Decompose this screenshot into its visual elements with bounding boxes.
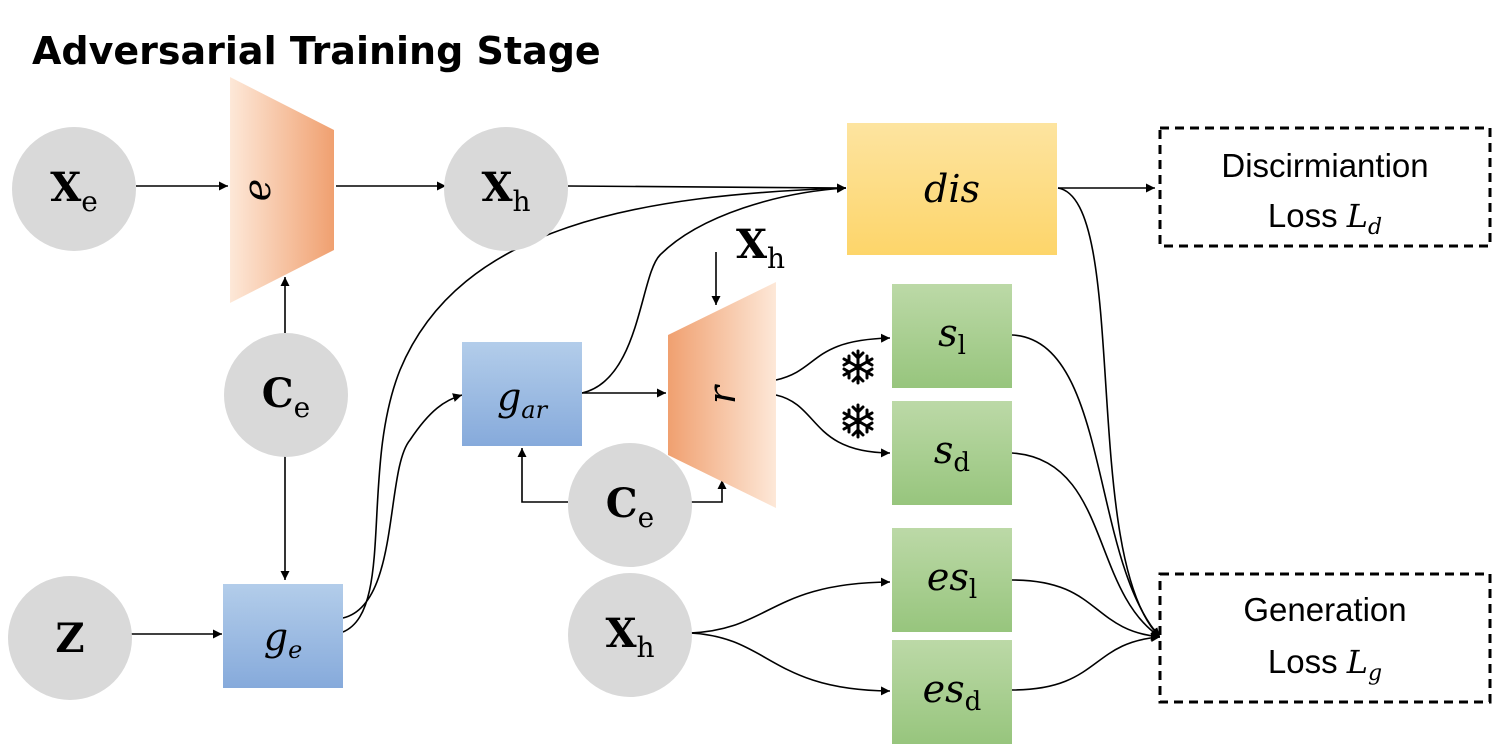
edge-esl-to-lg	[1011, 579, 1161, 641]
edge-gar-to-dis	[581, 184, 847, 394]
svg-text:esd: esd	[923, 667, 982, 717]
edge-sd-to-lg	[1011, 452, 1161, 638]
svg-text:dis: dis	[924, 167, 980, 211]
module-sl: sl	[892, 284, 1012, 388]
svg-text:Xe: Xe	[50, 164, 98, 218]
svg-text:sl: sl	[938, 311, 966, 361]
edge-ce-to-r	[690, 480, 727, 503]
edge-r-to-sd	[775, 394, 891, 458]
edge-xh-to-esd	[689, 632, 891, 696]
svg-text:Loss Ld: Loss Ld	[1268, 197, 1382, 240]
module-sd: sd	[892, 401, 1012, 505]
discriminator-dis: dis	[847, 123, 1057, 255]
encoder-e: e	[230, 77, 334, 303]
edges	[130, 181, 1161, 696]
edge-ge-to-gar	[342, 393, 463, 619]
svg-text:sd: sd	[934, 428, 970, 478]
discrimination-loss-title: Discirmiantion	[1221, 147, 1428, 184]
svg-text:gar: gar	[497, 375, 549, 424]
edge-r-to-sl	[775, 333, 891, 381]
node-ce-left: Ce	[224, 333, 348, 457]
edge-dis-to-lg	[1057, 187, 1161, 638]
node-xe: Xe	[12, 127, 136, 251]
svg-text:Ce: Ce	[606, 480, 654, 534]
edge-xh-to-dis	[567, 183, 847, 193]
generator-ge: ge	[223, 584, 343, 688]
snowflake-icon	[842, 403, 874, 439]
node-z: Z	[8, 576, 132, 700]
node-xh-top: Xh	[444, 127, 568, 251]
svg-text:r: r	[700, 383, 744, 404]
module-esl: esl	[892, 528, 1012, 632]
generation-loss-title: Generation	[1243, 591, 1406, 628]
svg-text:Loss Lg: Loss Lg	[1268, 643, 1382, 686]
module-esd: esd	[892, 640, 1012, 744]
edge-ce-to-gar	[517, 448, 568, 503]
node-xh-r-input: Xh	[736, 221, 785, 275]
snowflake-icon	[842, 349, 874, 385]
svg-text:Ce: Ce	[262, 370, 310, 424]
svg-text:Xh: Xh	[605, 610, 654, 664]
diagram-title: Adversarial Training Stage	[32, 29, 601, 73]
svg-text:Xh: Xh	[736, 221, 785, 275]
generation-loss-box: Generation Loss Lg	[1158, 572, 1492, 704]
svg-text:e: e	[235, 179, 279, 202]
edge-esd-to-lg	[1011, 633, 1161, 691]
module-r: r	[668, 282, 776, 508]
node-xh-bottom: Xh	[568, 573, 692, 697]
svg-text:esl: esl	[927, 555, 977, 605]
discrimination-loss-box: Discirmiantion Loss Ld	[1158, 126, 1492, 248]
node-ce-mid: Ce	[568, 443, 692, 567]
svg-text:ge: ge	[264, 615, 303, 664]
svg-text:Z: Z	[55, 615, 84, 662]
edge-xh-to-esl	[689, 577, 891, 634]
svg-text:Xh: Xh	[481, 164, 530, 218]
edge-sl-to-lg	[1011, 334, 1161, 638]
edge-ge-to-dis	[342, 183, 847, 633]
module-gar: gar	[462, 342, 582, 446]
